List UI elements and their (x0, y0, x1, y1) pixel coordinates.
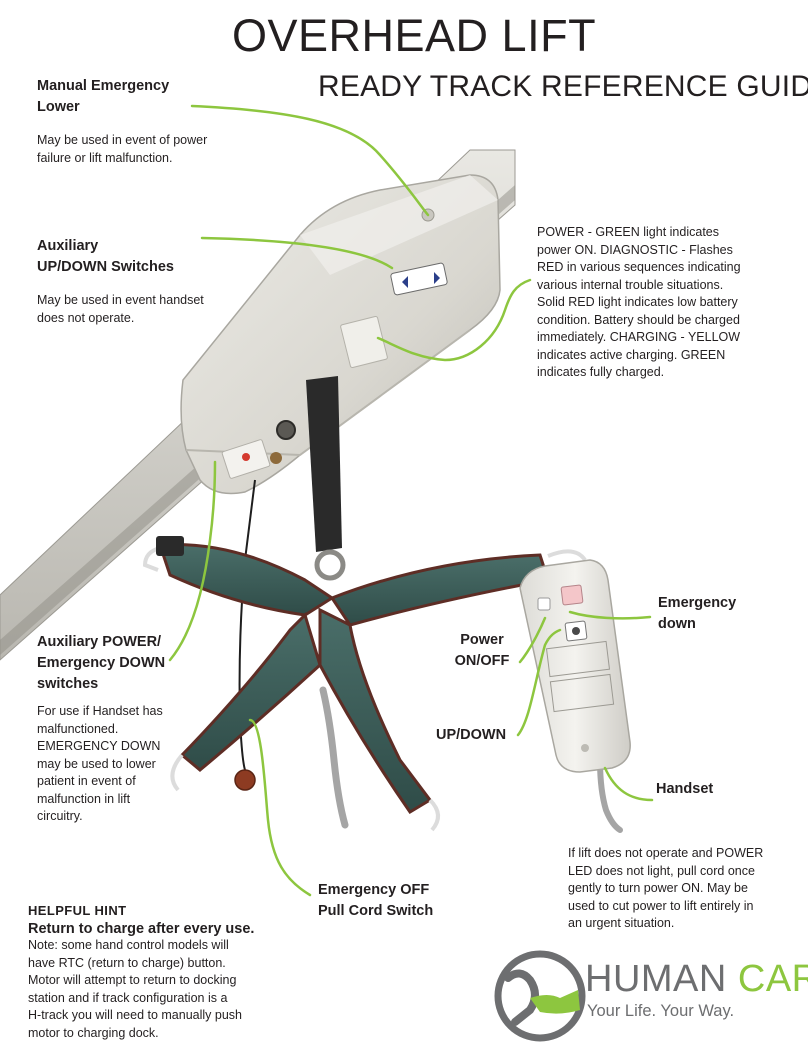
emergency-down-label-2: down (658, 616, 696, 632)
hint-line: have RTC (return to charge) button. (28, 955, 226, 970)
page-subtitle: READY TRACK REFERENCE GUIDE (318, 70, 808, 103)
callout-handset: Handset (656, 781, 714, 797)
hint-line: motor to charging dock. (28, 1025, 159, 1040)
callout-emergency-off: Emergency OFF Pull Cord Switch (318, 880, 478, 922)
callout-lines (168, 104, 654, 897)
brand-name: HUMAN CARE (585, 958, 808, 1001)
aux-power-desc: malfunctioned. (37, 721, 119, 736)
callout-pull-cord-info: If lift does not operate and POWER LED d… (568, 845, 798, 933)
power-info-line: indicates active charging. GREEN (537, 347, 726, 362)
brand-tagline: Your Life. Your Way. (587, 1002, 735, 1020)
power-info-line: Solid RED light indicates low battery (537, 295, 738, 309)
power-onoff-label-2: ON/OFF (454, 653, 510, 669)
line-emergency-off (248, 718, 312, 897)
emergency-off-label-1: Emergency OFF (318, 882, 430, 898)
pull-cord-info-line: If lift does not operate and POWER (568, 846, 764, 860)
callout-aux-updown: Auxiliary UP/DOWN Switches May be used i… (37, 236, 237, 327)
power-info-line: indicates fully charged. (537, 365, 665, 379)
hint-line: H-track you will need to manually push (28, 1008, 242, 1022)
power-info-line: power ON. DIAGNOSTIC - Flashes (537, 242, 733, 257)
hint-heading: HELPFUL HINT (28, 903, 127, 918)
sling-bar (142, 536, 587, 832)
aux-updown-label-2: UP/DOWN Switches (37, 259, 174, 275)
line-aux-updown (200, 236, 394, 270)
manual-lower-desc-1: May be used in event of power (37, 133, 208, 147)
power-info-line: POWER - GREEN light indicates (537, 225, 719, 239)
power-info-line: various internal trouble situations. (537, 277, 724, 292)
handset-cable (597, 757, 623, 833)
pull-cord-info-line: LED does not light, pull cord once (568, 863, 755, 878)
handset-device (519, 559, 631, 773)
aux-power-label: Auxiliary POWER/ (37, 634, 162, 650)
spiral-cable (319, 686, 349, 829)
callout-manual-lower: Manual Emergency Lower May be used in ev… (37, 76, 237, 167)
brand-name-part2: CARE (737, 958, 808, 1000)
aux-updown-desc-1: May be used in event handset (37, 293, 204, 307)
aux-power-desc: patient in event of (37, 774, 136, 788)
power-onoff-label-1: Power (460, 632, 504, 648)
line-updown (516, 628, 562, 737)
pull-cord-info-line: an urgent situation. (568, 916, 675, 930)
aux-power-desc: malfunction in lift (37, 791, 131, 806)
aux-updown-label-1: Auxiliary (37, 238, 99, 254)
aux-power-desc: circuitry. (37, 809, 83, 823)
power-info-line: immediately. CHARGING - YELLOW (537, 330, 741, 344)
aux-power-label: switches (37, 676, 99, 692)
callout-aux-power: Auxiliary POWER/ Emergency DOWN switches… (37, 632, 207, 826)
brand-name-part1: HUMAN (585, 958, 727, 1000)
manual-lower-desc-2: failure or lift malfunction. (37, 150, 173, 165)
emergency-down-label-1: Emergency (658, 595, 737, 611)
hint-line: Note: some hand control models will (28, 938, 229, 952)
line-power-info (376, 278, 532, 362)
human-care-logo-mark (494, 950, 586, 1042)
line-handset (603, 766, 654, 802)
helpful-hint: HELPFUL HINT Return to charge after ever… (28, 903, 288, 1042)
line-manual-lower (190, 104, 430, 217)
manual-lower-label-2: Lower (37, 99, 80, 115)
pull-cord-info-line: gently to turn power ON. May be (568, 881, 748, 895)
pull-cord (238, 479, 256, 771)
motor-housing (180, 174, 501, 495)
pull-cord-handle (234, 769, 256, 791)
aux-power-desc: EMERGENCY DOWN (37, 739, 161, 753)
aux-power-desc: may be used to lower (37, 756, 156, 771)
aux-updown-desc-2: does not operate. (37, 310, 135, 325)
emergency-off-label-2: Pull Cord Switch (318, 903, 434, 919)
aux-power-label: Emergency DOWN (37, 655, 166, 671)
aux-power-desc: For use if Handset has (37, 704, 163, 718)
line-emergency-down (568, 610, 652, 620)
line-power-onoff (518, 616, 547, 664)
page-title: OVERHEAD LIFT (232, 10, 597, 61)
callout-power-onoff: Power ON/OFF (432, 630, 532, 672)
lift-strap (306, 376, 346, 581)
hint-line: Motor will attempt to return to docking (28, 973, 237, 987)
callout-emergency-down: Emergency down (658, 593, 778, 635)
line-aux-power (168, 460, 217, 662)
pull-cord-info-line: used to cut power to lift entirely in (568, 898, 754, 913)
hint-bold: Return to charge after every use. (28, 921, 255, 937)
manual-lower-label-1: Manual Emergency (37, 78, 170, 94)
callout-power-info: POWER - GREEN light indicates power ON. … (537, 224, 797, 382)
power-info-line: RED in various sequences indicating (537, 260, 741, 274)
power-info-line: condition. Battery should be charged (537, 312, 740, 327)
callout-updown: UP/DOWN (436, 727, 507, 743)
hint-line: station and if track configuration is a (28, 990, 228, 1005)
